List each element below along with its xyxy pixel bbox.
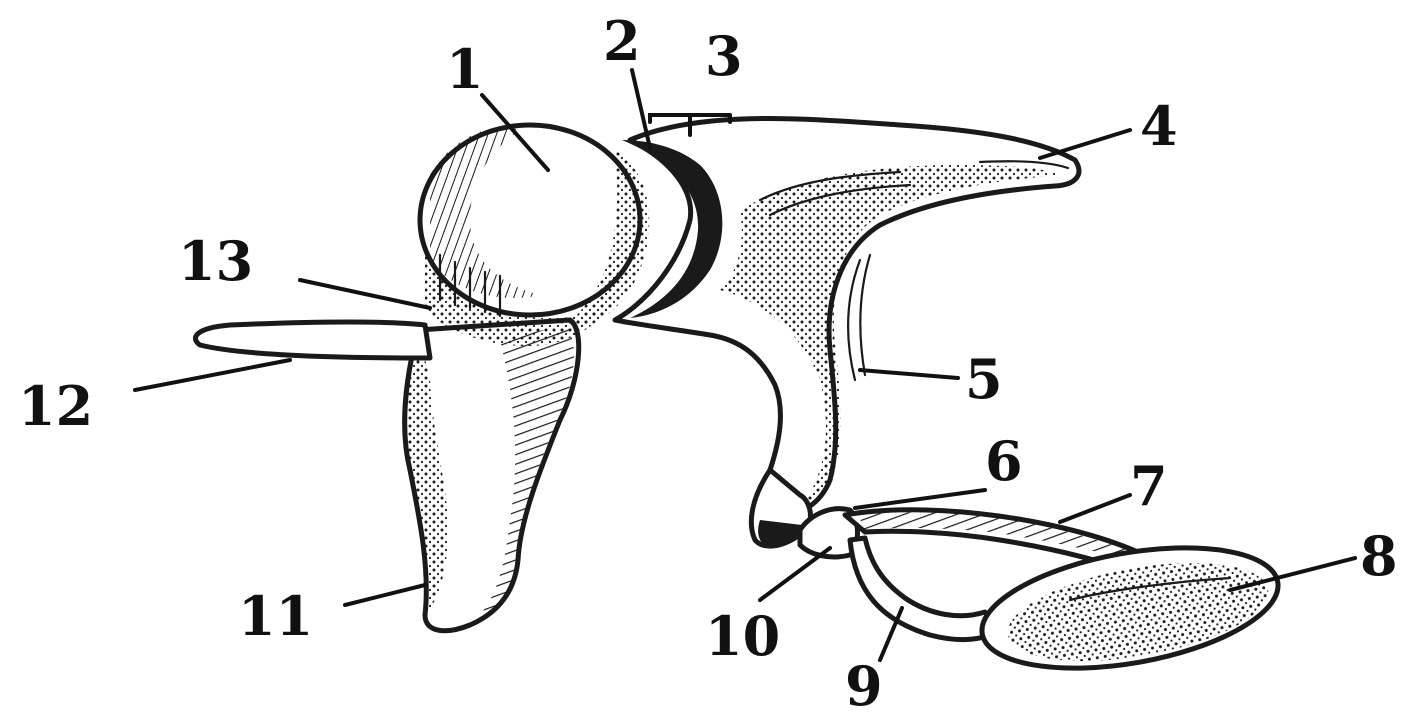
- label-5: 5: [965, 347, 1003, 411]
- leader-10: [760, 548, 830, 600]
- leader-6: [855, 490, 985, 508]
- label-8: 8: [1360, 524, 1398, 588]
- label-10: 10: [705, 604, 780, 668]
- leader-12: [135, 360, 290, 390]
- label-1: 1: [446, 37, 484, 101]
- leader-4: [1040, 130, 1130, 158]
- leader-5: [860, 370, 958, 378]
- label-2: 2: [603, 9, 641, 73]
- label-4: 4: [1140, 94, 1178, 158]
- label-6: 6: [985, 429, 1023, 493]
- label-12: 12: [18, 374, 93, 438]
- label-13: 13: [178, 229, 253, 293]
- label-3: 3: [705, 24, 743, 88]
- label-9: 9: [845, 654, 883, 713]
- leader-13: [300, 280, 430, 308]
- malleus: [195, 125, 649, 631]
- leader-7: [1060, 495, 1130, 522]
- label-7: 7: [1130, 454, 1168, 518]
- label-11: 11: [238, 584, 313, 648]
- leader-11: [345, 585, 425, 605]
